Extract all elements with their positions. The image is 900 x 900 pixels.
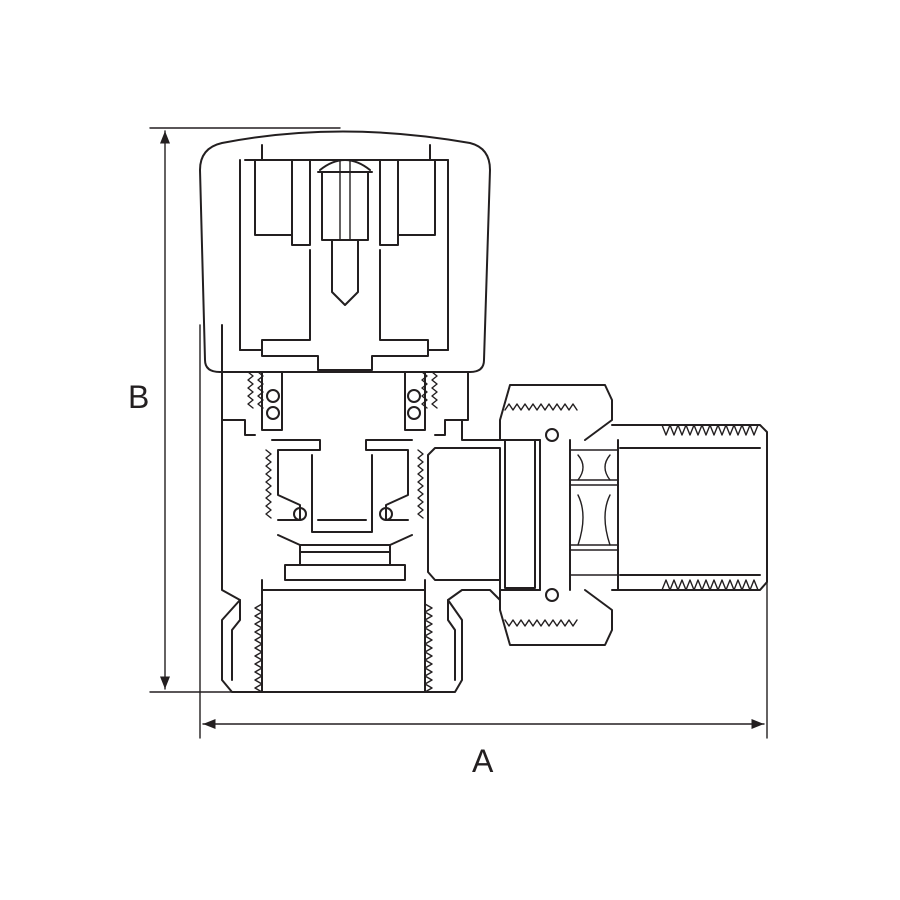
o-ring-right-1	[407, 389, 421, 403]
union-nut-bottom	[499, 589, 613, 646]
olive-ring-top	[545, 428, 559, 442]
side-outlet	[427, 384, 768, 646]
body-outline	[221, 419, 501, 693]
bottom-connector	[231, 599, 456, 693]
bonnet-left	[221, 324, 283, 436]
valve-disc	[311, 454, 373, 533]
disc-ring-right	[379, 507, 393, 521]
handwheel-cap	[199, 130, 491, 373]
spindle	[317, 159, 373, 306]
o-ring-right-2	[407, 406, 421, 420]
o-ring-left-2	[266, 406, 280, 420]
bottom-thread-left	[254, 603, 263, 693]
bonnet-right	[404, 371, 469, 436]
tail-thread-top	[661, 424, 759, 436]
olive-ring-bottom	[545, 588, 559, 602]
dimension-b-label: B	[128, 379, 149, 415]
dimension-a-label: A	[472, 743, 494, 779]
bottom-thread-right	[424, 603, 433, 693]
spindle-tip	[331, 239, 359, 306]
tailpiece	[611, 424, 768, 591]
union-nut-top	[499, 384, 613, 441]
outlet-hex	[427, 447, 501, 581]
disc-ring-left	[293, 507, 307, 521]
valve-body	[221, 419, 501, 693]
cap-outer-shell	[199, 130, 491, 373]
tail-thread-bottom	[661, 579, 759, 591]
valve-seat	[284, 564, 406, 581]
dimension-b: B	[128, 127, 341, 693]
dimension-a: A	[199, 324, 768, 779]
valve-stem	[239, 249, 449, 371]
o-ring-left-1	[266, 389, 280, 403]
